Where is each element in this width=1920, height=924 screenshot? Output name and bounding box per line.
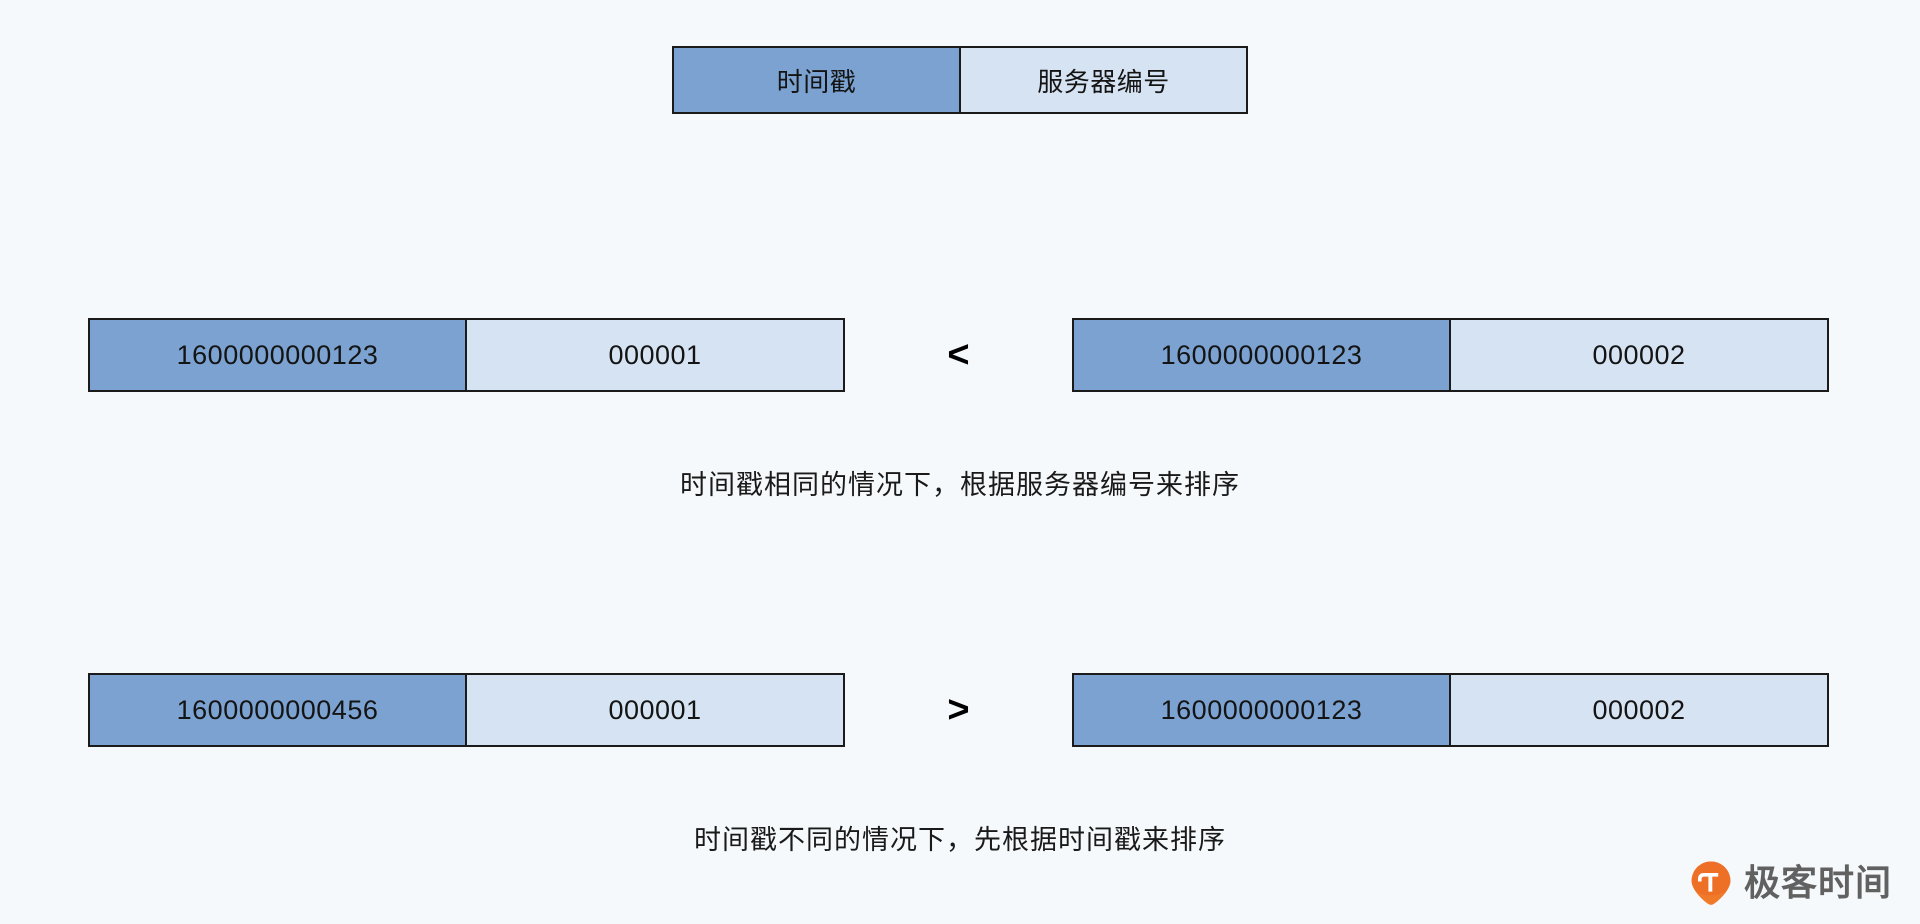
geektime-pin-icon: [1688, 860, 1734, 906]
comparison-1-left-server: 000001: [467, 320, 843, 390]
comparison-1-caption: 时间戳相同的情况下，根据服务器编号来排序: [680, 470, 1240, 500]
watermark: 极客时间: [1688, 860, 1892, 906]
comparison-2-left-server: 000001: [467, 675, 843, 745]
legend-id-schema: 时间戳 服务器编号: [672, 46, 1248, 114]
legend-server-cell: 服务器编号: [961, 48, 1246, 112]
comparison-row-2: 1600000000456 000001 > 1600000000123 000…: [0, 673, 1920, 753]
comparison-1-left-id: 1600000000123 000001: [88, 318, 845, 392]
comparison-2-caption: 时间戳不同的情况下，先根据时间戳来排序: [694, 825, 1226, 855]
legend-timestamp-cell: 时间戳: [674, 48, 961, 112]
comparison-2-operator: >: [947, 688, 970, 731]
comparison-1-right-id: 1600000000123 000002: [1072, 318, 1829, 392]
comparison-2-left-id: 1600000000456 000001: [88, 673, 845, 747]
comparison-1-right-server: 000002: [1451, 320, 1827, 390]
comparison-2-right-id: 1600000000123 000002: [1072, 673, 1829, 747]
comparison-1-left-timestamp: 1600000000123: [90, 320, 467, 390]
comparison-1-operator: <: [947, 333, 970, 376]
comparison-2-right-timestamp: 1600000000123: [1074, 675, 1451, 745]
comparison-2-left-timestamp: 1600000000456: [90, 675, 467, 745]
comparison-row-1: 1600000000123 000001 < 1600000000123 000…: [0, 318, 1920, 398]
comparison-1-right-timestamp: 1600000000123: [1074, 320, 1451, 390]
watermark-text: 极客时间: [1743, 862, 1892, 903]
comparison-2-right-server: 000002: [1451, 675, 1827, 745]
